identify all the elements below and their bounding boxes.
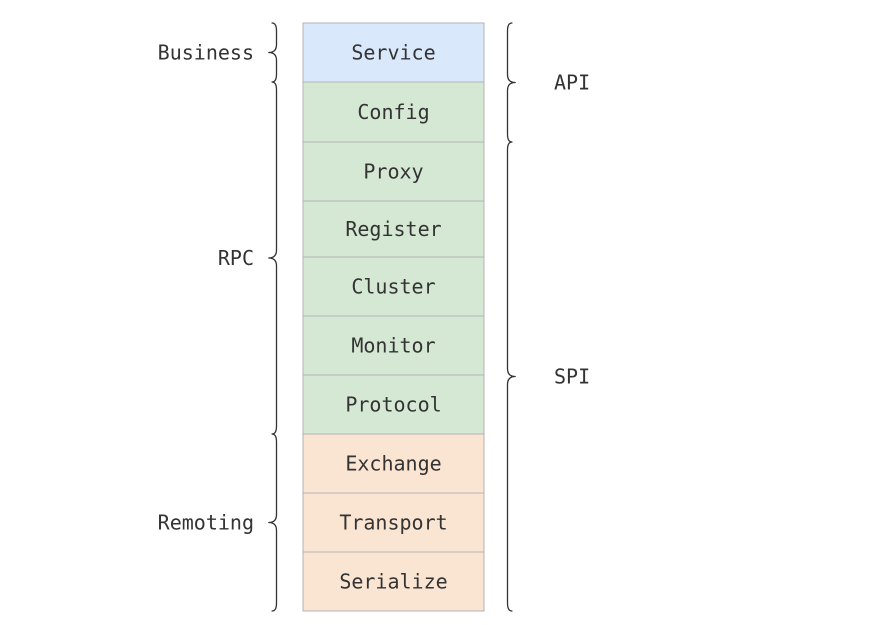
layer-transport: Transport: [302, 492, 485, 553]
group-business: Business: [158, 22, 278, 83]
group-api: API: [506, 22, 590, 143]
layer-proxy: Proxy: [302, 141, 485, 202]
layer-label: Protocol: [345, 393, 441, 417]
layer-monitor: Monitor: [302, 315, 485, 376]
layer-label: Monitor: [351, 334, 435, 358]
layer-box: [302, 315, 485, 376]
layer-serialize: Serialize: [302, 551, 485, 612]
brace-icon: [268, 22, 278, 83]
brace-icon: [268, 81, 278, 435]
layer-box: [302, 433, 485, 494]
layer-label: Exchange: [345, 452, 441, 476]
layer-label: Proxy: [363, 160, 423, 184]
group-remoting: Remoting: [158, 433, 278, 612]
layer-register: Register: [302, 200, 485, 258]
layer-label: Service: [351, 41, 435, 65]
layer-box: [302, 141, 485, 202]
right-group-braces: API SPI: [506, 22, 590, 612]
brace-icon: [268, 433, 278, 612]
group-label: Remoting: [158, 511, 254, 535]
layer-box: [302, 22, 485, 83]
group-spi: SPI: [506, 141, 590, 612]
brace-icon: [506, 22, 516, 143]
layer-box: [302, 200, 485, 258]
layer-box: [302, 551, 485, 612]
layer-label: Register: [345, 217, 441, 241]
group-label: RPC: [218, 246, 254, 270]
layer-service: Service: [302, 22, 485, 83]
group-label: API: [554, 71, 590, 95]
layer-label: Transport: [339, 511, 447, 535]
layer-stack: ServiceConfigProxyRegisterClusterMonitor…: [302, 22, 485, 612]
layer-label: Serialize: [339, 570, 447, 594]
brace-icon: [506, 141, 516, 612]
layer-box: [302, 81, 485, 143]
layer-protocol: Protocol: [302, 374, 485, 435]
layer-label: Config: [357, 100, 429, 124]
layer-box: [302, 256, 485, 317]
layer-config: Config: [302, 81, 485, 143]
group-label: Business: [158, 41, 254, 65]
group-label: SPI: [554, 365, 590, 389]
layer-exchange: Exchange: [302, 433, 485, 494]
group-rpc: RPC: [218, 81, 278, 435]
layer-label: Cluster: [351, 275, 435, 299]
layer-cluster: Cluster: [302, 256, 485, 317]
